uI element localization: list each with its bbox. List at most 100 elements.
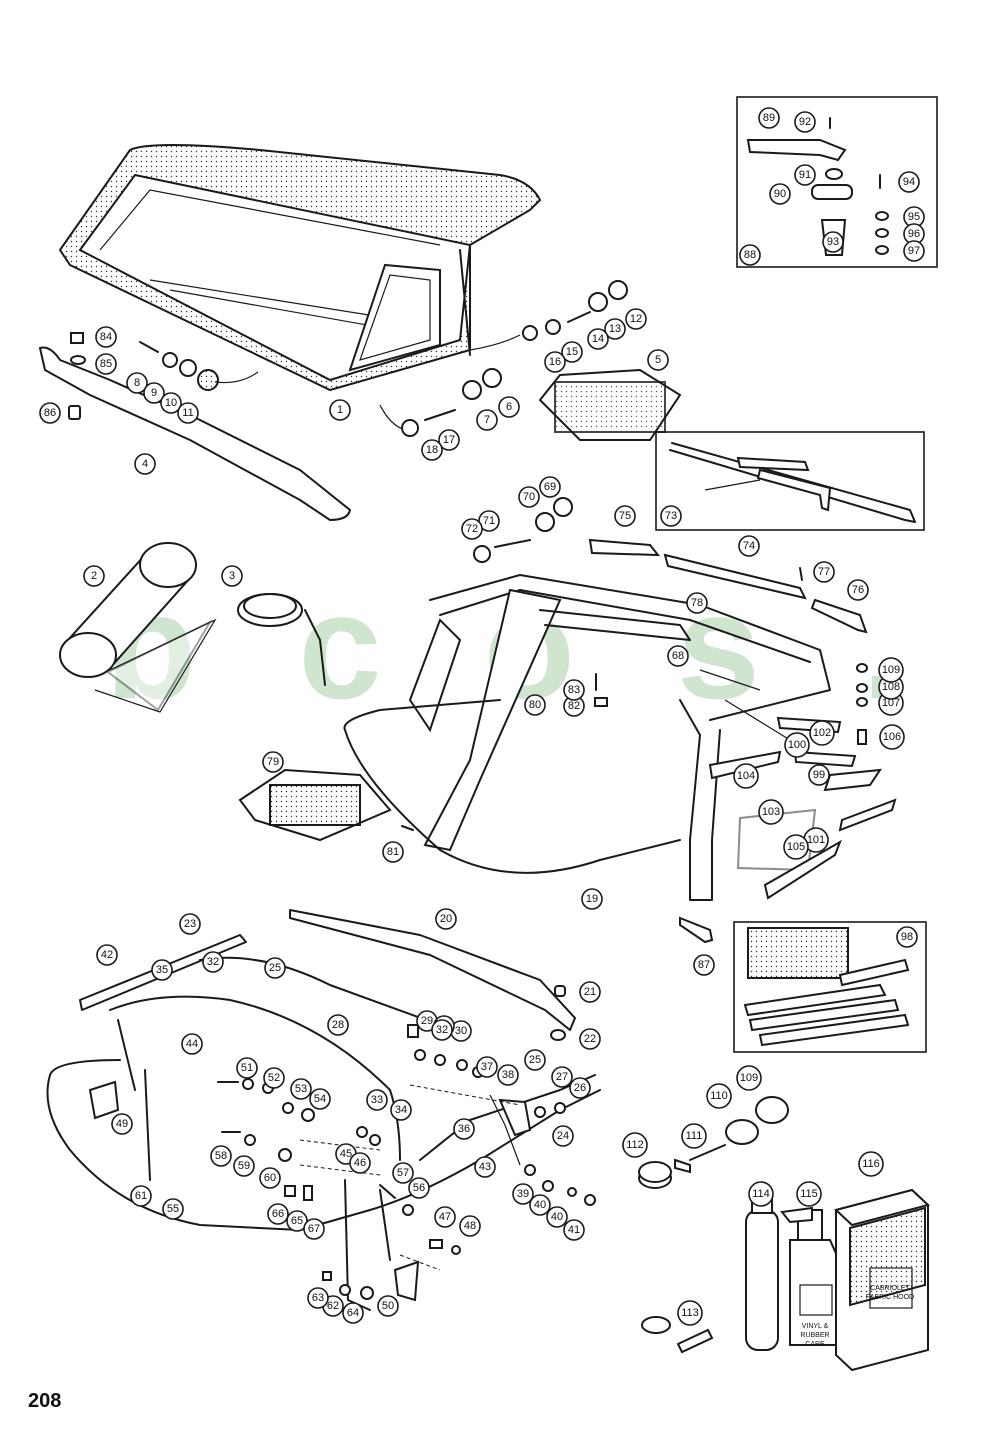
callout-label: 78 — [691, 597, 703, 609]
callout-label: 7 — [484, 414, 490, 426]
callout-circle — [431, 1019, 453, 1041]
callout-circle — [290, 1078, 312, 1100]
callout-circle — [706, 1083, 732, 1109]
callout-4: 4 — [134, 453, 156, 475]
callout-label: 43 — [479, 1161, 491, 1173]
callout-label: 9 — [151, 387, 157, 399]
inset-box-handle — [736, 96, 938, 268]
callout-64: 64 — [342, 1302, 364, 1324]
callout-circle — [382, 841, 404, 863]
callout-label: 5 — [655, 354, 661, 366]
callout-circle — [210, 1145, 232, 1167]
callout-74: 74 — [738, 535, 760, 557]
callout-label: 54 — [314, 1093, 326, 1105]
callout-8: 8 — [126, 372, 148, 394]
callout-73: 73 — [660, 505, 682, 527]
callout-93: 93 — [822, 231, 844, 253]
callout-label: 46 — [354, 1157, 366, 1169]
callout-7: 7 — [476, 409, 498, 431]
callout-circle — [221, 565, 243, 587]
callout-label: 58 — [215, 1150, 227, 1162]
callout-label: 40 — [551, 1211, 563, 1223]
callout-label: 87 — [698, 959, 710, 971]
callout-label: 65 — [291, 1215, 303, 1227]
callout-16: 16 — [544, 351, 566, 373]
callout-label: 67 — [308, 1223, 320, 1235]
callout-84: 84 — [95, 326, 117, 348]
rail-hardware — [68, 280, 628, 437]
callout-40: 40 — [546, 1206, 568, 1228]
callout-circle — [552, 1125, 574, 1147]
callout-label: 101 — [807, 834, 825, 846]
callout-label: 81 — [387, 846, 399, 858]
callout-38: 38 — [497, 1064, 519, 1086]
callout-circle — [349, 1152, 371, 1174]
callout-49: 49 — [111, 1113, 133, 1135]
callout-circle — [604, 318, 626, 340]
callout-67: 67 — [303, 1218, 325, 1240]
callout-83: 83 — [563, 679, 585, 701]
callout-label: 103 — [762, 806, 780, 818]
callout-85: 85 — [95, 353, 117, 375]
callout-32: 32 — [431, 1019, 453, 1041]
callout-label: 34 — [395, 1104, 407, 1116]
callout-circle — [625, 308, 647, 330]
callout-113: 113 — [677, 1300, 703, 1326]
callout-66: 66 — [267, 1203, 289, 1225]
callout-circle — [459, 1215, 481, 1237]
callout-circle — [561, 341, 583, 363]
callout-circle — [758, 107, 780, 129]
callout-label: 74 — [743, 540, 755, 552]
page-number: 208 — [28, 1390, 62, 1412]
material-roll — [59, 542, 217, 713]
callout-circle — [622, 1132, 648, 1158]
callout-label: 41 — [568, 1224, 580, 1236]
callout-24: 24 — [552, 1125, 574, 1147]
callout-label: 6 — [506, 401, 512, 413]
callout-44: 44 — [181, 1033, 203, 1055]
callout-label: 88 — [744, 249, 756, 261]
callout-77: 77 — [813, 561, 835, 583]
hood-cover — [58, 144, 542, 392]
callout-circle — [524, 694, 546, 716]
lower-frame-fasteners — [217, 985, 596, 1300]
frame-fasteners — [401, 497, 608, 831]
callout-circle — [878, 657, 904, 683]
callout-circle — [366, 1089, 388, 1111]
callout-23: 23 — [179, 913, 201, 935]
callout-circle — [784, 732, 810, 758]
callout-label: 112 — [626, 1139, 644, 1151]
callout-100: 100 — [784, 732, 810, 758]
callout-circle — [563, 1219, 585, 1241]
callout-circle — [563, 679, 585, 701]
callout-3: 3 — [221, 565, 243, 587]
callout-42: 42 — [96, 944, 118, 966]
callout-circle — [809, 720, 835, 746]
callout-circle — [794, 111, 816, 133]
callout-1: 1 — [329, 399, 351, 421]
callout-circle — [544, 351, 566, 373]
callout-label: 23 — [184, 918, 196, 930]
callout-label: 48 — [464, 1220, 476, 1232]
callout-circle — [738, 535, 760, 557]
hood-frame — [343, 574, 831, 901]
stud-set — [638, 1096, 789, 1189]
callout-circle — [474, 1156, 496, 1178]
callout-34: 34 — [390, 1099, 412, 1121]
callout-95: 95 — [903, 206, 925, 228]
callout-18: 18 — [421, 439, 443, 461]
callout-69: 69 — [539, 476, 561, 498]
callout-label: 107 — [882, 697, 900, 709]
callout-circle — [438, 429, 460, 451]
callout-label: 97 — [908, 245, 920, 257]
lower-frame — [46, 909, 601, 1311]
callout-circle — [858, 1151, 884, 1177]
callout-68: 68 — [667, 645, 689, 667]
callout-circle — [162, 1198, 184, 1220]
callout-60: 60 — [259, 1167, 281, 1189]
callout-label: 44 — [186, 1038, 198, 1050]
callout-circle — [529, 1194, 551, 1216]
callout-label: 51 — [241, 1062, 253, 1074]
callout-circle — [96, 944, 118, 966]
callout-circle — [739, 244, 761, 266]
